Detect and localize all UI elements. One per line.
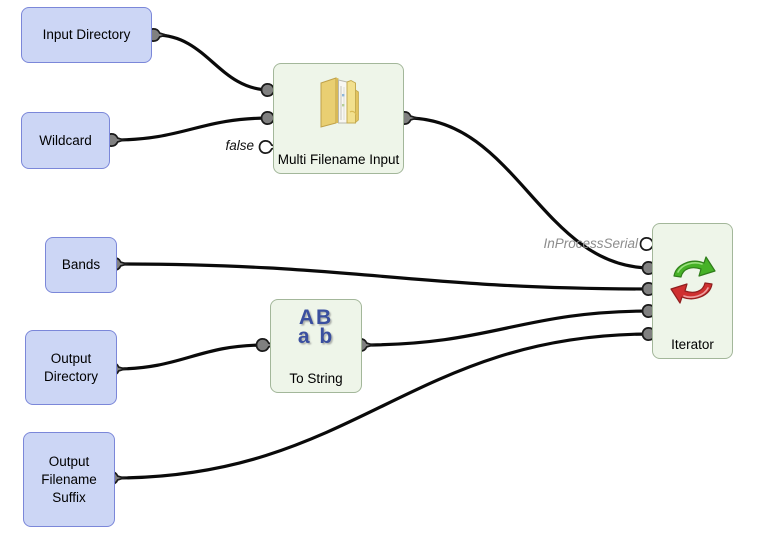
wire-output-filename-suffix-out-to-iterator-in-4[interactable] [112,332,653,480]
port-name-label-inprocessserial: InProcessSerial [543,236,638,251]
param-value-label-false: false [225,138,254,153]
ab-text-icon-bottom-row: a b [297,325,335,348]
operator-node-to-string[interactable]: AB a b To String [270,299,362,393]
input-node-label: Bands [61,257,101,272]
operator-node-iterator[interactable]: Iterator [652,223,733,359]
green-red-cycle-arrows-icon [669,256,716,304]
wire-bands-out-to-iterator-in-2[interactable] [115,262,653,291]
input-node-input-directory[interactable]: Input Directory [21,7,152,63]
operator-node-label: Iterator [671,337,714,352]
operator-node-label: Multi Filename Input [277,152,400,167]
wire-mfi-out-to-iterator-in-1[interactable] [405,116,653,270]
wire-tostring-out-to-iterator-in-3[interactable] [361,309,653,347]
input-node-output-filename-suffix[interactable]: Output Filename Suffix [23,432,115,527]
input-node-label: Input Directory [42,27,131,42]
wire-wildcard-out-to-mfi-in-wildcard[interactable] [112,116,272,142]
input-node-label: Output Directory [43,350,98,384]
operator-node-label: To String [289,371,343,386]
wire-input-directory-out-to-mfi-in-directory[interactable] [154,33,272,92]
input-node-label: Wildcard [39,132,92,148]
input-node-wildcard[interactable]: Wildcard [21,112,110,169]
ab-text-icon-top-row: AB [298,306,334,329]
input-node-label: Output Filename Suffix [41,453,97,505]
input-node-bands[interactable]: Bands [45,237,117,293]
ab-text-icon: AB a b [297,306,335,348]
input-node-output-directory[interactable]: Output Directory [25,330,117,405]
operator-node-multi-filename-input[interactable]: Multi Filename Input [273,63,404,174]
wire-output-directory-out-to-tostring-in[interactable] [113,343,267,371]
folder-files-icon [320,77,359,128]
